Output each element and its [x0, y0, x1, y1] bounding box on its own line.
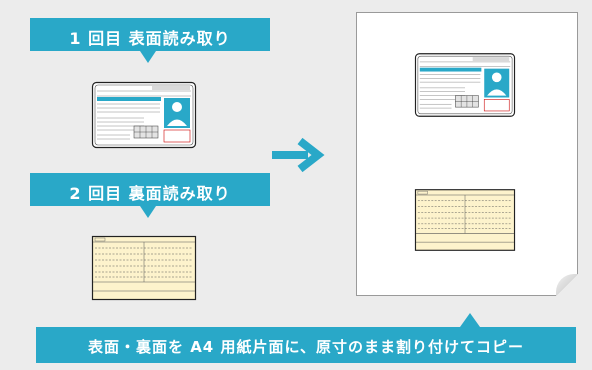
page-id-card-front [414, 53, 516, 117]
step1-callout-tail [140, 51, 156, 63]
step2-callout-tail [140, 206, 156, 218]
result-callout: 表面・裏面を A4 用紙片面に、原寸のまま割り付けてコピー [36, 327, 576, 363]
id-card-front-illustration [91, 81, 197, 149]
step1-callout: 1 回目 表面読み取り [30, 18, 270, 51]
a4-paper [356, 12, 578, 296]
id-card-back-illustration [91, 235, 197, 301]
right-arrow-icon [272, 137, 325, 173]
step2-label: 2 回目 裏面読み取り [69, 184, 231, 203]
page-id-card-back [414, 189, 516, 251]
step1-label: 1 回目 表面読み取り [69, 29, 231, 48]
step2-callout: 2 回目 裏面読み取り [30, 173, 270, 206]
result-label: 表面・裏面を A4 用紙片面に、原寸のまま割り付けてコピー [87, 338, 525, 356]
page-curl [556, 274, 578, 296]
result-callout-tail [460, 313, 480, 327]
